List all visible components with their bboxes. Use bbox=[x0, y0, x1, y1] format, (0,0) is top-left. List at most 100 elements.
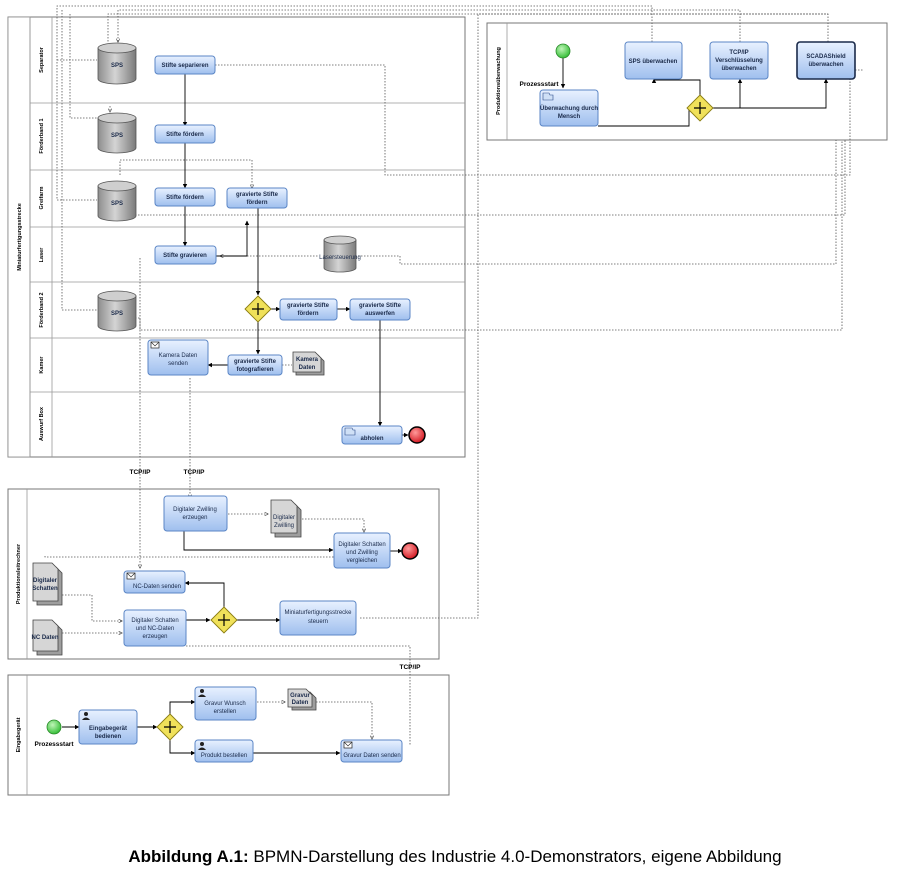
gateway-parallel-eingabe bbox=[156, 713, 184, 741]
datastore-sps-2: SPS bbox=[97, 112, 137, 154]
user-icon bbox=[200, 689, 204, 693]
task-gravierte-fotografieren: gravierte Stifte fotografieren bbox=[227, 354, 283, 376]
gateway-parallel-foerderband2 bbox=[244, 295, 272, 323]
svg-text:Stifte separieren: Stifte separieren bbox=[161, 63, 208, 69]
datastore-sps-3: SPS bbox=[97, 180, 137, 222]
dataobject-kamera-daten: Kamera Daten bbox=[292, 351, 325, 376]
label-tcp-ip-2: TCP/IP bbox=[184, 469, 206, 476]
svg-text:fotografieren: fotografieren bbox=[236, 367, 273, 373]
datastore-sps-1-label: SPS bbox=[111, 63, 123, 69]
svg-text:Gravur Daten senden: Gravur Daten senden bbox=[343, 753, 400, 759]
svg-text:TCP/IP: TCP/IP bbox=[729, 50, 748, 56]
lane-label-separator: Separator bbox=[39, 46, 45, 73]
svg-text:gravierte Stifte: gravierte Stifte bbox=[236, 192, 279, 198]
task-stifte-separieren: Stifte separieren bbox=[154, 55, 216, 75]
svg-text:fördern: fördern bbox=[298, 311, 319, 317]
label-tcp-ip-3: TCP/IP bbox=[400, 664, 422, 671]
task-gravur-daten-senden: Gravur Daten senden bbox=[340, 739, 403, 763]
folder-icon bbox=[542, 92, 554, 101]
pool-label-miniatur: Miniaturfertigungsstrecke bbox=[17, 203, 23, 271]
end-event-auswurf bbox=[408, 426, 426, 444]
envelope-icon bbox=[343, 741, 353, 749]
sequence-flows bbox=[62, 58, 826, 756]
svg-text:steuern: steuern bbox=[308, 619, 328, 625]
svg-text:Kamera: Kamera bbox=[296, 357, 319, 363]
svg-text:Produkt bestellen: Produkt bestellen bbox=[201, 753, 247, 759]
svg-text:gravierte Stifte: gravierte Stifte bbox=[234, 359, 277, 365]
task-abholen: abholen bbox=[341, 425, 403, 445]
svg-text:vergleichen: vergleichen bbox=[347, 558, 378, 564]
svg-text:Digitaler: Digitaler bbox=[33, 578, 58, 584]
svg-text:abholen: abholen bbox=[360, 436, 383, 442]
svg-text:NC Daten: NC Daten bbox=[31, 635, 58, 641]
caption-text: BPMN-Darstellung des Industrie 4.0-Demon… bbox=[248, 847, 782, 866]
gateway-parallel-ueberwachung bbox=[686, 94, 714, 122]
task-zwilling-erzeugen: Digitaler Zwilling erzeugen bbox=[163, 495, 228, 532]
svg-text:erzeugen: erzeugen bbox=[142, 634, 167, 640]
task-stifte-gravieren: Stifte gravieren bbox=[154, 245, 217, 265]
svg-text:Überwachung durch: Überwachung durch bbox=[540, 105, 598, 112]
svg-text:Kamera Daten: Kamera Daten bbox=[159, 353, 198, 359]
svg-text:Digitaler Schatten: Digitaler Schatten bbox=[338, 542, 385, 548]
lane-label-kamera: Kamer bbox=[39, 356, 45, 374]
label-prozessstart-eingabe: Prozessstart bbox=[34, 741, 74, 748]
svg-text:Digitaler Schatten: Digitaler Schatten bbox=[131, 618, 178, 624]
envelope-icon bbox=[126, 572, 136, 580]
svg-text:fördern: fördern bbox=[247, 200, 268, 206]
svg-text:gravierte Stifte: gravierte Stifte bbox=[287, 303, 330, 309]
svg-text:Miniaturfertigungsstrecke: Miniaturfertigungsstrecke bbox=[284, 610, 352, 616]
task-gravur-wunsch-erstellen: Gravur Wunsch erstellen bbox=[194, 686, 257, 721]
task-eingabegeraet-bedienen: Eingabegerät bedienen bbox=[78, 709, 138, 745]
svg-text:SCADAShield: SCADAShield bbox=[806, 54, 846, 60]
gateway-parallel-leitrechner bbox=[210, 606, 238, 634]
svg-text:Schatten: Schatten bbox=[32, 586, 58, 592]
label-tcp-ip-1: TCP/IP bbox=[130, 469, 152, 476]
task-gravierte-foerdern-1: gravierte Stifte fördern bbox=[226, 187, 288, 209]
dataobject-nc-daten: NC Daten bbox=[31, 619, 63, 656]
task-stifte-foerdern-2: Stifte fördern bbox=[154, 187, 216, 207]
task-schatten-zwilling-vergleichen: Digitaler Schatten und Zwilling vergleic… bbox=[333, 532, 391, 569]
dataobject-gravur-daten: Gravur Daten bbox=[287, 688, 317, 711]
datastore-lasersteuerung: Lasersteuerung bbox=[319, 235, 361, 273]
task-stifte-foerdern-1: Stifte fördern bbox=[154, 124, 216, 144]
start-event-eingabe bbox=[46, 719, 62, 735]
svg-text:Digitaler: Digitaler bbox=[273, 515, 295, 521]
lane-label-auswurf-box: Auswurf Box bbox=[39, 406, 45, 441]
caption-prefix: Abbildung A.1: bbox=[128, 847, 249, 866]
svg-text:Gravur Wunsch: Gravur Wunsch bbox=[204, 701, 246, 707]
svg-text:Verschlüsselung: Verschlüsselung bbox=[715, 58, 763, 64]
task-sps-ueberwachen: SPS überwachen bbox=[624, 41, 683, 80]
svg-text:senden: senden bbox=[168, 361, 188, 367]
svg-text:Eingabegerät: Eingabegerät bbox=[89, 726, 127, 732]
pool-label-prozess: Produktionsleitrechner bbox=[16, 543, 22, 604]
task-kamera-daten-senden: Kamera Daten senden bbox=[147, 339, 209, 376]
svg-text:und Zwilling: und Zwilling bbox=[346, 550, 378, 556]
datastore-sps-2-label: SPS bbox=[111, 133, 123, 139]
task-produkt-bestellen: Produkt bestellen bbox=[194, 739, 254, 763]
pool-label-produktion: Produktionsüberwachung bbox=[496, 47, 502, 115]
svg-text:Stifte gravieren: Stifte gravieren bbox=[163, 253, 207, 259]
svg-text:erstellen: erstellen bbox=[214, 709, 237, 715]
datastore-sps-1: SPS bbox=[97, 42, 137, 85]
svg-text:Digitaler Zwilling: Digitaler Zwilling bbox=[173, 507, 217, 513]
folder-icon bbox=[344, 427, 356, 436]
dataobject-digitaler-zwilling: Digitaler Zwilling bbox=[270, 499, 302, 538]
pool-miniaturfertigungsstrecke: Miniaturfertigungsstrecke Separator Förd… bbox=[7, 16, 466, 458]
svg-text:Daten: Daten bbox=[299, 365, 316, 371]
message-flows bbox=[44, 5, 863, 746]
datastore-sps-3-label: SPS bbox=[111, 201, 123, 207]
start-event-ueberwachung bbox=[555, 43, 571, 59]
svg-text:Mensch: Mensch bbox=[558, 114, 581, 120]
dataobject-digitaler-schatten: Digitaler Schatten bbox=[32, 562, 63, 606]
lane-label-foerderband-2: Förderband 2 bbox=[39, 292, 45, 327]
datastore-sps-4: SPS bbox=[97, 290, 137, 332]
end-event-leitrechner bbox=[401, 542, 419, 560]
svg-text:auswerfen: auswerfen bbox=[365, 311, 395, 317]
label-prozessstart-ueberwachung: Prozessstart bbox=[519, 81, 559, 88]
task-schatten-nc-erzeugen: Digitaler Schatten und NC-Daten erzeugen bbox=[123, 609, 187, 647]
lane-label-greifarm: Greifarm bbox=[39, 186, 45, 209]
svg-text:Zwilling: Zwilling bbox=[274, 523, 294, 529]
lane-label-laser: Laser bbox=[39, 247, 45, 263]
task-gravierte-foerdern-2: gravierte Stifte fördern bbox=[279, 298, 338, 321]
svg-text:bedienen: bedienen bbox=[95, 734, 122, 740]
